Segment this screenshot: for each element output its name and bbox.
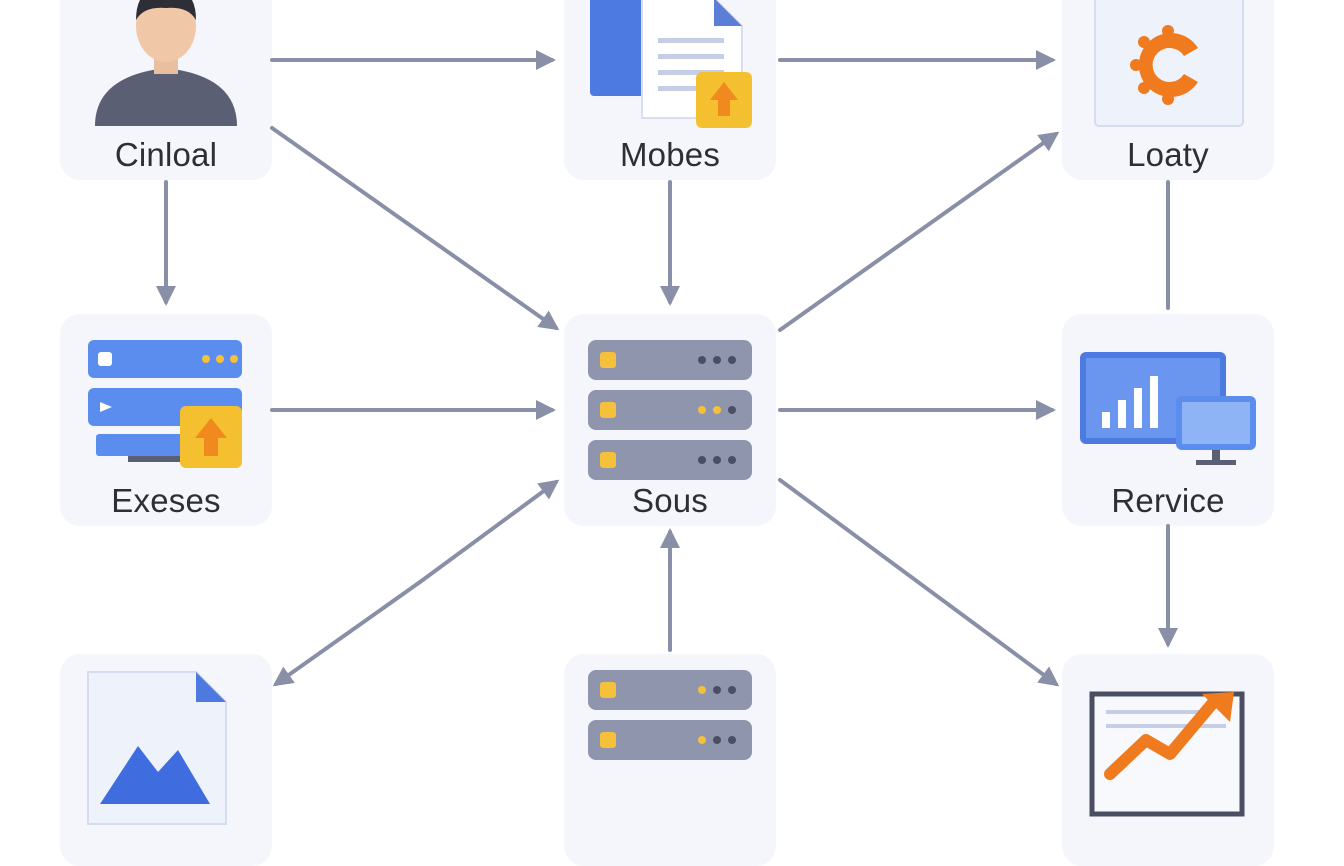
arrow-sous-loaty [778,131,1060,332]
arrow-cinloal-sous [270,126,560,331]
diagram-canvas: Cinloal Mobes Loaty [60,0,1274,866]
monitor-chart-icon [1080,352,1256,465]
arrow-layer [156,50,1178,687]
node-label: Sous [631,482,709,519]
node-sous[interactable]: Sous [564,314,776,526]
arrow-sous-bottom-left [272,580,422,687]
user-avatar-icon [95,0,237,126]
node-label: Mobes [619,136,721,173]
arrow-sous-bottom-right [778,478,1060,687]
node-label: Rervice [1111,482,1225,519]
document-upload-icon [590,0,752,128]
node-mobes[interactable]: Mobes [564,0,776,180]
server-upload-icon [88,340,242,468]
node-loaty[interactable]: Loaty [1062,0,1274,180]
orange-c-logo-icon [1094,0,1244,127]
node-exeses[interactable]: Exeses [60,314,272,526]
node-label: Cinloal [114,136,218,173]
server-stack-icon [588,340,752,480]
node-cinloal[interactable]: Cinloal [60,0,272,180]
node-label: Exeses [111,482,221,519]
node-label: Loaty [1127,136,1209,173]
node-rervice[interactable]: Rervice [1062,314,1274,526]
arrow-bottom-left-sous [418,479,560,584]
